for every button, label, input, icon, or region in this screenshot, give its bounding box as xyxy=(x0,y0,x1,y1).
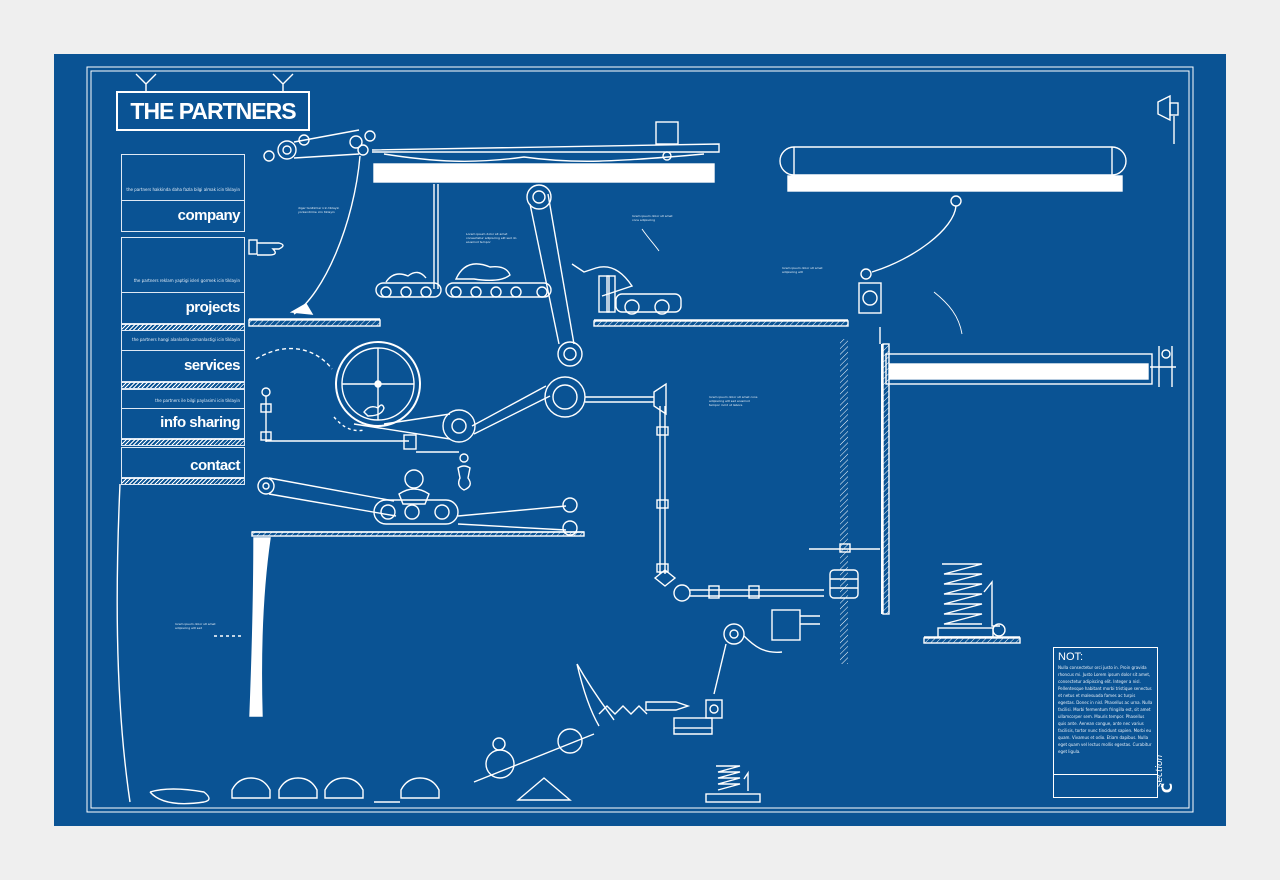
annotation: lorem ipsum dolor sit amet adipiscing el… xyxy=(175,622,216,630)
menu-info-sharing-label[interactable]: info sharing xyxy=(160,414,240,431)
menu-hatch xyxy=(121,477,245,485)
menu-projects-label[interactable]: projects xyxy=(185,299,241,316)
menu-info-sharing-desc: the partners ile bilgi paylasimi icin ti… xyxy=(155,398,240,403)
menu-hatch xyxy=(121,438,245,446)
hook-right xyxy=(272,73,294,92)
menu-services-label[interactable]: services xyxy=(183,357,241,374)
blueprint-canvas: THE PARTNERS the partners hakkinda daha … xyxy=(54,54,1226,826)
brand-logo[interactable]: section C xyxy=(1155,744,1182,802)
menu-company-label[interactable]: company xyxy=(177,207,241,224)
site-logo[interactable]: THE PARTNERS xyxy=(116,91,310,131)
annotation: lorem ipsum dolor sit amet cons adipisci… xyxy=(632,214,673,222)
hand-icon xyxy=(248,239,284,256)
menu-projects[interactable]: the partners reklam yaptigi isleri gorme… xyxy=(121,237,245,331)
note-body: Nulla consectetur orci justo in. Proin g… xyxy=(1058,665,1153,754)
hook-left xyxy=(135,73,157,92)
mouse-icon xyxy=(363,404,385,417)
note-box: NOT: Nulla consectetur orci justo in. Pr… xyxy=(1053,647,1158,798)
annotation: lorem ipsum dolor sit amet adipiscing el… xyxy=(782,266,823,274)
telephone-icon xyxy=(231,777,440,799)
note-footer xyxy=(1054,774,1157,797)
menu-info-sharing[interactable]: the partners ile bilgi paylasimi icin ti… xyxy=(121,389,245,446)
annotation: lorem ipsum dolor sit amet cons adipisci… xyxy=(709,395,758,407)
megaphone-icon xyxy=(1157,94,1179,144)
menu-services-desc: the partners hangi alanlarda uzmanlastig… xyxy=(132,337,240,342)
menu-contact-label[interactable]: contact xyxy=(190,457,240,474)
menu-contact[interactable]: contact xyxy=(121,447,245,485)
annotation: Lorem ipsum dolor sit amet consectetur a… xyxy=(466,232,517,244)
machine-drawing xyxy=(86,66,1194,813)
menu-services[interactable]: the partners hangi alanlarda uzmanlastig… xyxy=(121,330,245,389)
note-title: NOT: xyxy=(1058,651,1084,663)
annotation: diger tanitimlar icin tiklayin yonlendir… xyxy=(298,206,340,214)
menu-projects-desc: the partners reklam yaptigi isleri gorme… xyxy=(133,278,240,283)
brand-mark: C xyxy=(1160,782,1177,794)
menu-company[interactable]: the partners hakkinda daha fazla bilgi a… xyxy=(121,154,245,232)
menu-hatch xyxy=(121,381,245,389)
menu-company-desc: the partners hakkinda daha fazla bilgi a… xyxy=(126,187,240,192)
